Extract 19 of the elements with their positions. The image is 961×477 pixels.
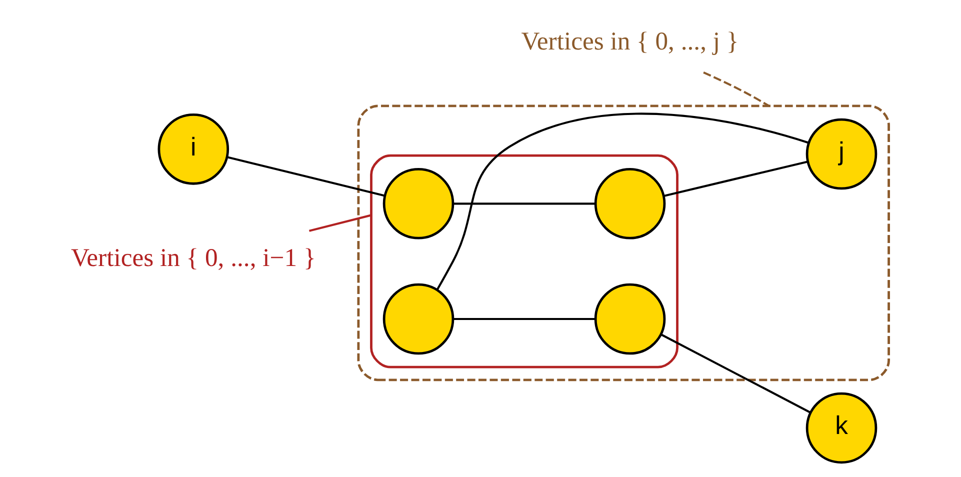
- connector: [452, 202, 596, 205]
- node-text: Vertices in { 0, ..., j }: [520, 26, 738, 56]
- connector: [662, 160, 808, 197]
- connector: [702, 71, 769, 107]
- connector: [452, 318, 596, 320]
- cluster: [370, 154, 678, 368]
- connector: [226, 156, 384, 197]
- connector: [660, 333, 810, 414]
- node-circle: i: [157, 114, 229, 185]
- node-circle: j: [805, 118, 877, 190]
- cluster: [356, 104, 890, 382]
- node-circle: [594, 168, 666, 240]
- node-circle: [382, 283, 454, 355]
- connector: [308, 214, 371, 232]
- node-text: Vertices in { 0, ..., i−1 }: [70, 242, 316, 272]
- node-circle: [382, 168, 454, 240]
- connector: [436, 112, 809, 290]
- node-circle: k: [805, 392, 877, 464]
- node-circle: [594, 283, 666, 355]
